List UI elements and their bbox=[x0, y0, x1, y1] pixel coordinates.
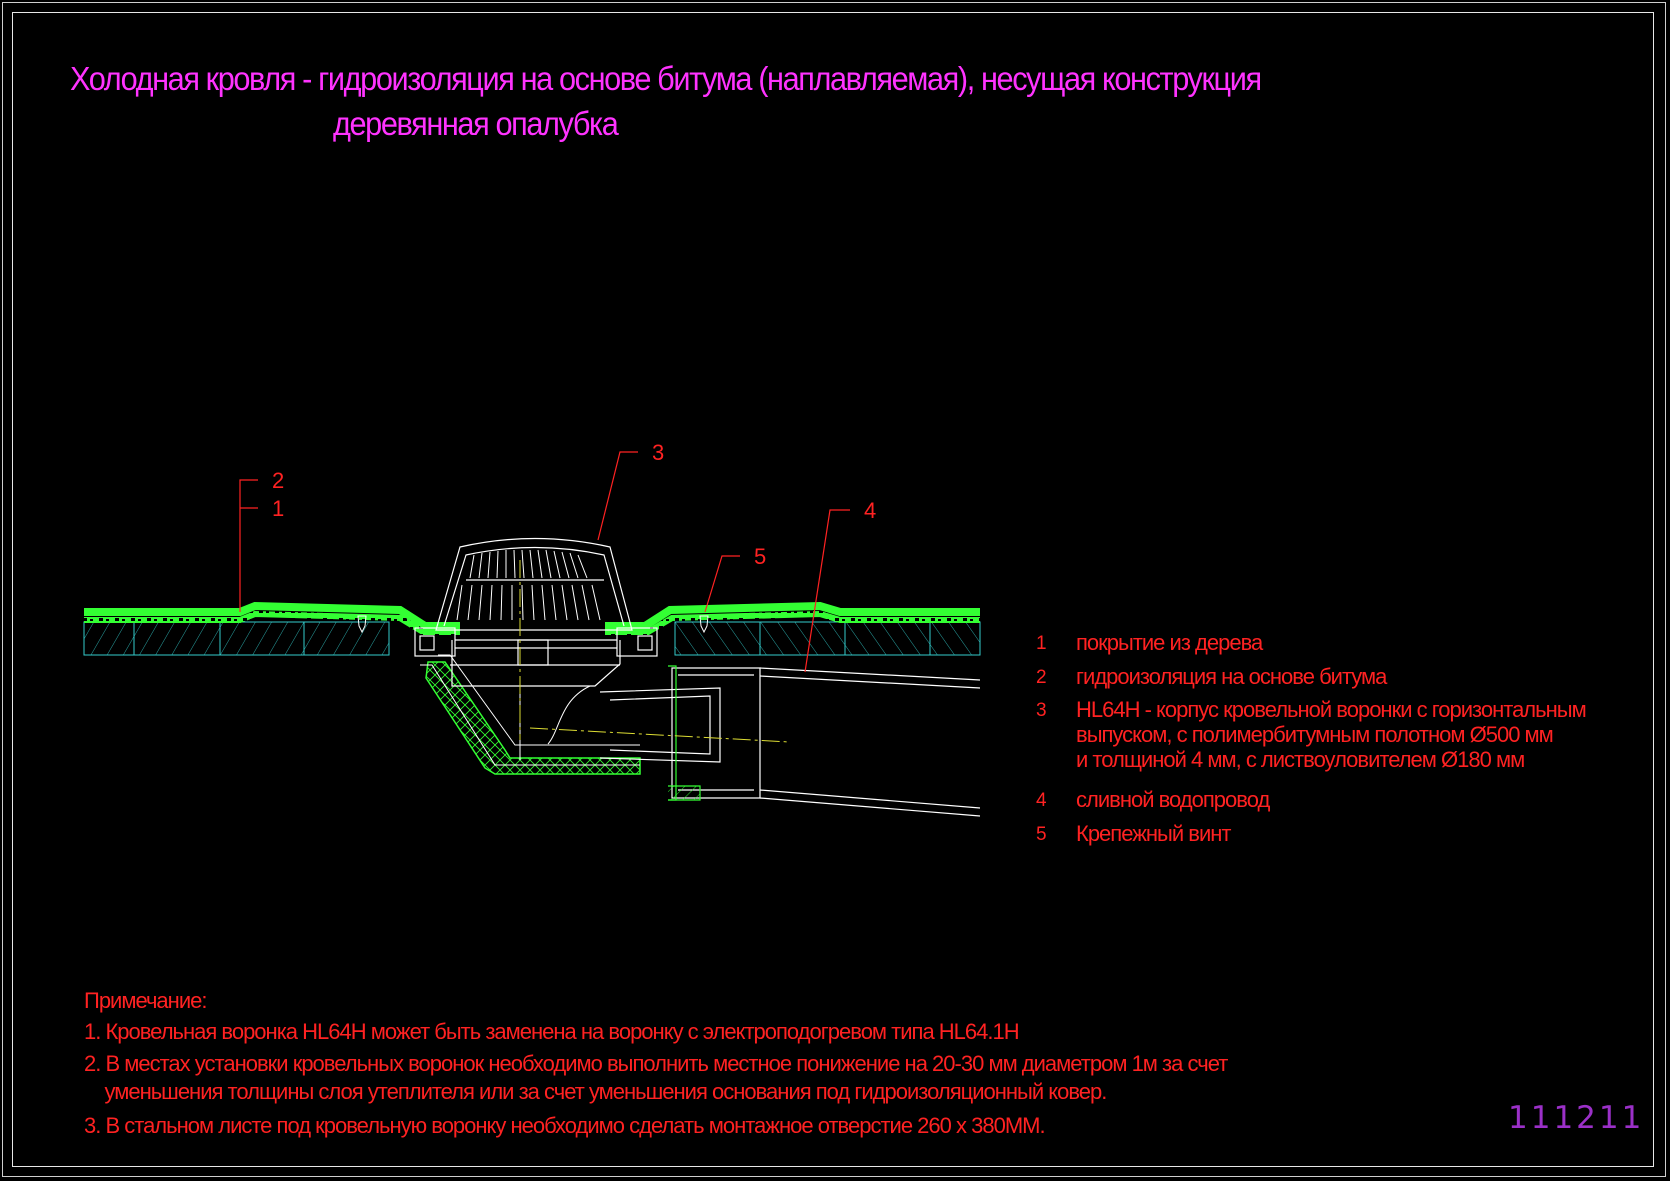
legend-num: 2 bbox=[1036, 667, 1047, 688]
inner-frame bbox=[12, 12, 1654, 1167]
legend-num: 4 bbox=[1036, 790, 1047, 811]
legend-num: 5 bbox=[1036, 824, 1047, 845]
legend-text: выпуском, с полимербитумным полотном Ø50… bbox=[1076, 722, 1554, 747]
legend-text: гидроизоляция на основе битума bbox=[1076, 664, 1387, 689]
title-line-2: деревянная опалубка bbox=[333, 105, 619, 142]
legend-item-3: 3 HL64H - корпус кровельной воронки с го… bbox=[1036, 697, 1587, 772]
legend-text: и толщиной 4 мм, с листвоуловителем Ø180… bbox=[1076, 747, 1525, 772]
fixing-screws bbox=[357, 615, 709, 634]
callout-labels: 2 1 3 4 5 bbox=[272, 440, 876, 569]
note-1: 1. Кровельная воронка HL64H может быть з… bbox=[84, 1019, 1020, 1044]
wood-boarding-left bbox=[83, 621, 390, 656]
legend-num: 3 bbox=[1036, 700, 1047, 721]
callout-4: 4 bbox=[864, 498, 876, 523]
callout-2: 2 bbox=[272, 468, 284, 493]
legend-item-4: 4 сливной водопровод bbox=[1036, 787, 1270, 812]
drain-flange bbox=[414, 627, 658, 666]
bitumen-membrane bbox=[84, 601, 980, 635]
callout-1: 1 bbox=[272, 496, 284, 521]
axis-lines bbox=[519, 560, 791, 743]
callout-3: 3 bbox=[652, 440, 664, 465]
leaf-guard-dome bbox=[435, 537, 633, 631]
legend-item-1: 1 покрытие из дерева bbox=[1036, 630, 1263, 655]
title-line-1: Холодная кровля - гидроизоляция на основ… bbox=[70, 60, 1262, 97]
callout-5: 5 bbox=[754, 544, 766, 569]
legend-text: Крепежный винт bbox=[1076, 821, 1231, 846]
leader-lines bbox=[239, 451, 850, 673]
drain-body bbox=[420, 640, 641, 775]
note-2-cont: уменьшения толщины слоя утеплителя или з… bbox=[84, 1079, 1107, 1104]
legend-item-2: 2 гидроизоляция на основе битума bbox=[1036, 664, 1387, 689]
drawing-number-stamp: 111211 bbox=[1508, 1100, 1645, 1136]
legend-num: 1 bbox=[1036, 633, 1047, 654]
legend-text: сливной водопровод bbox=[1076, 787, 1270, 812]
note-2: 2. В местах установки кровельных воронок… bbox=[84, 1051, 1228, 1076]
wood-boarding-right bbox=[674, 621, 981, 656]
notes-heading: Примечание: bbox=[84, 988, 207, 1013]
legend-text: покрытие из дерева bbox=[1076, 630, 1263, 655]
outlet-pipe bbox=[599, 665, 981, 817]
legend-text: HL64H - корпус кровельной воронки с гори… bbox=[1076, 697, 1587, 722]
note-3: 3. В стальном листе под кровельную ворон… bbox=[84, 1113, 1046, 1138]
legend-item-5: 5 Крепежный винт bbox=[1036, 821, 1231, 846]
